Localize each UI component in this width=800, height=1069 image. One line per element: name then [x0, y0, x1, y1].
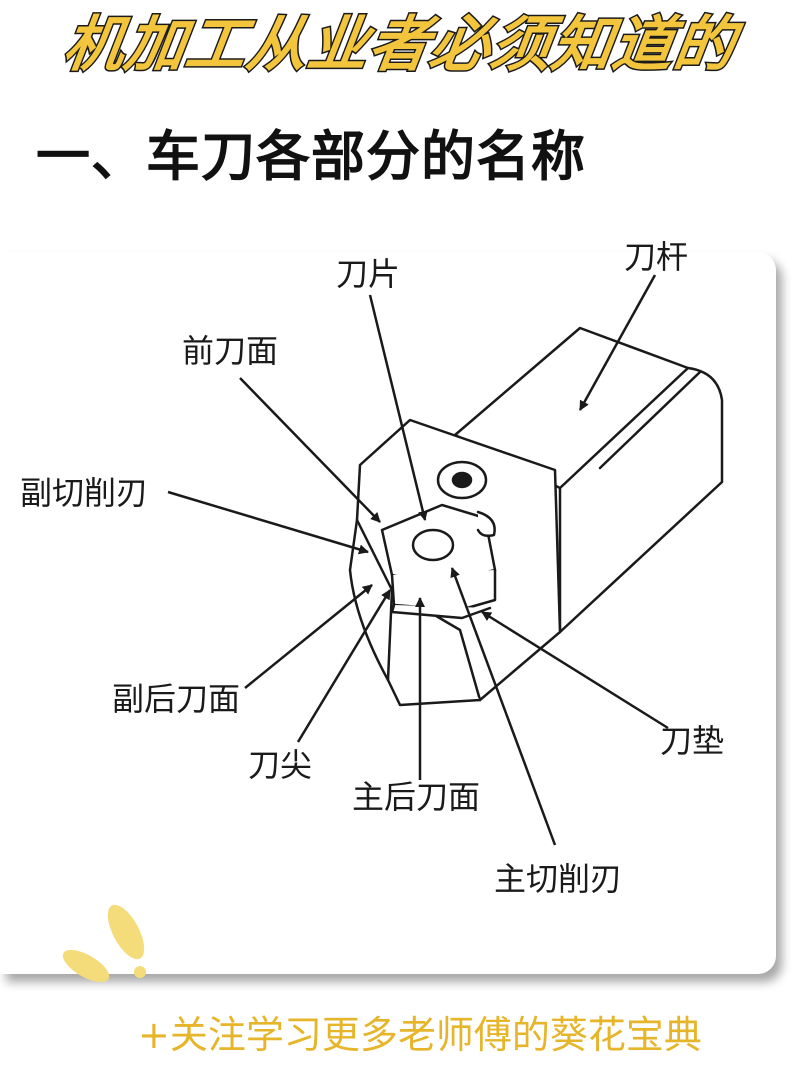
arrow-tool-tip	[296, 589, 392, 743]
label-minor-cutting-edge: 副切削刃	[20, 474, 148, 512]
arrow-shim	[481, 610, 669, 730]
arrow-major-cutting-edge	[450, 567, 557, 846]
leader-lines	[167, 274, 669, 846]
section-heading: 一、车刀各部分的名称	[36, 125, 586, 188]
arrow-minor-cutting-edge	[167, 490, 369, 555]
label-tool-tip: 刀尖	[248, 746, 312, 784]
arrow-rake-face	[239, 377, 381, 523]
arrow-tool-shank	[578, 274, 657, 411]
label-minor-flank: 副后刀面	[112, 680, 240, 718]
label-major-flank: 主后刀面	[352, 778, 480, 816]
label-rake-face: 前刀面	[182, 332, 278, 370]
footer-follow-text[interactable]: +关注学习更多老师傅的葵花宝典	[138, 1013, 702, 1057]
label-tool-shank: 刀杆	[624, 238, 688, 276]
sparkle-decoration	[62, 904, 146, 983]
label-insert: 刀片	[336, 255, 400, 293]
tool-head-drawing	[348, 418, 562, 707]
arrow-minor-flank	[244, 584, 373, 689]
arrow-insert	[368, 294, 428, 521]
label-shim: 刀垫	[660, 722, 724, 760]
label-major-cutting-edge: 主切削刃	[494, 860, 622, 898]
